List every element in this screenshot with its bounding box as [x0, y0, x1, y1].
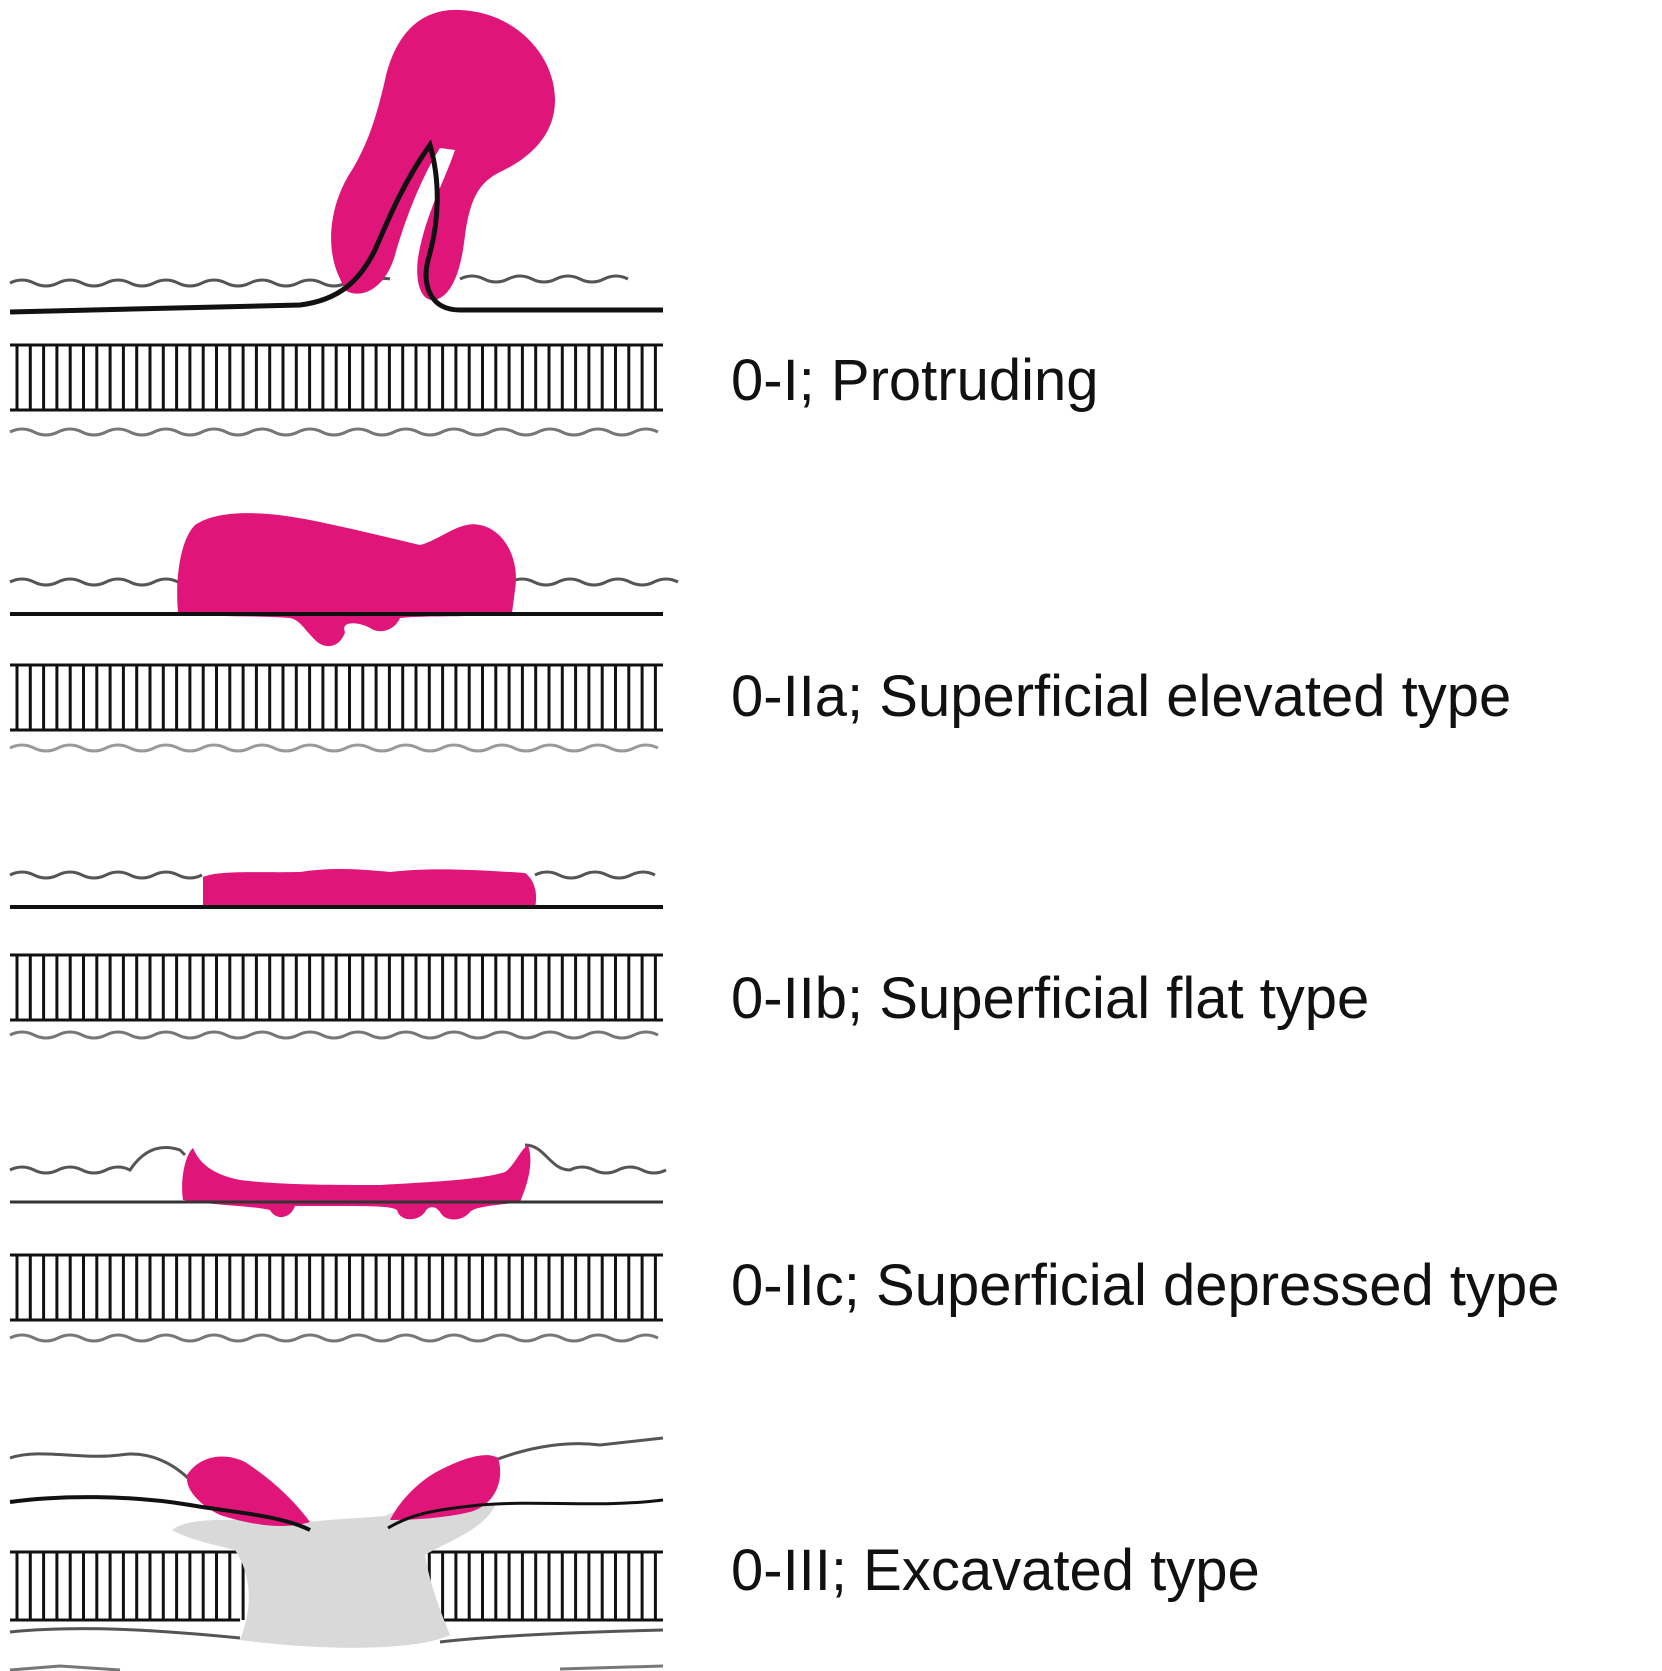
serosa-wave: [9, 1030, 659, 1040]
type-0-IIc-panel: 0-IIc; Superficial depressed type: [0, 1130, 1662, 1360]
mucosa-surface-wave: [9, 870, 203, 880]
serosa-wave: [9, 1333, 659, 1343]
serosa-wave: [9, 1627, 664, 1644]
type-0-IIb-panel: 0-IIb; Superficial flat type: [0, 845, 1662, 1055]
muscle-layer-stripes: [15, 1552, 657, 1620]
type-0-IIc-label: 0-IIc; Superficial depressed type: [731, 1253, 1560, 1318]
type-0-III-panel: 0-III; Excavated type: [0, 1420, 1662, 1671]
type-0-IIb-diagram: [9, 868, 663, 1040]
serosa-wave: [9, 743, 659, 753]
mucosa-surface-wave: [9, 577, 179, 587]
muscle-layer-stripes: [15, 955, 657, 1020]
type-0-IIc-diagram: [9, 1143, 667, 1343]
mucosa-surface-wave: [9, 1452, 192, 1482]
type-0-I-label: 0-I; Protruding: [731, 348, 1099, 413]
muscle-layer-stripes: [15, 665, 657, 730]
mucosa-surface-wave: [9, 277, 391, 288]
type-0-IIa-panel: 0-IIa; Superficial elevated type: [0, 500, 1662, 760]
type-0-III-label: 0-III; Excavated type: [731, 1538, 1260, 1603]
type-0-I-diagram: [9, 9, 663, 437]
muscularis-mucosae-line: [9, 1495, 311, 1532]
lesion-right: [390, 1455, 501, 1520]
muscle-layer-stripes: [15, 345, 657, 410]
protruding-lesion: [331, 9, 555, 301]
type-0-III-diagram: [9, 1436, 664, 1671]
excavation-ulcer: [172, 1499, 495, 1648]
serosa-wave: [9, 427, 659, 437]
type-0-IIb-label: 0-IIb; Superficial flat type: [731, 966, 1370, 1031]
elevated-lesion: [177, 513, 516, 647]
mucosa-surface-wave: [9, 1146, 187, 1175]
muscularis-mucosae-line: [9, 139, 663, 315]
depressed-lesion: [182, 1145, 531, 1220]
muscle-layer-stripes: [15, 1255, 657, 1320]
type-0-IIa-diagram: [9, 513, 679, 753]
flat-lesion: [203, 868, 537, 907]
type-0-I-panel: 0-I; Protruding: [0, 0, 1662, 440]
type-0-IIa-label: 0-IIa; Superficial elevated type: [731, 664, 1512, 729]
